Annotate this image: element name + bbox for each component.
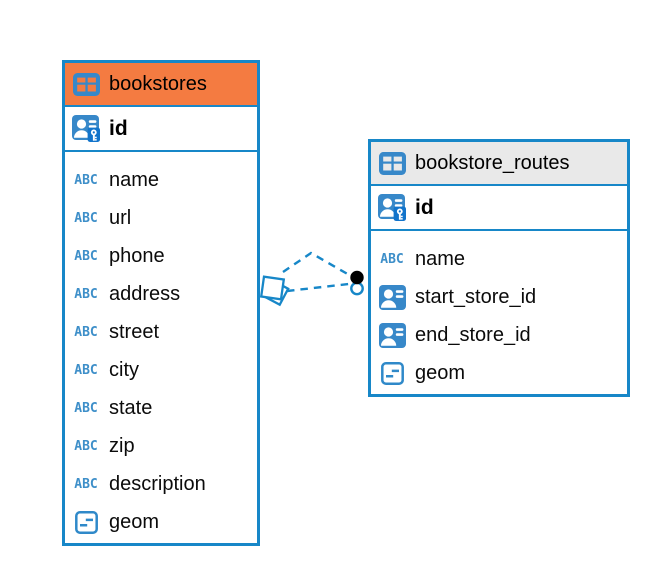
column-name: start_store_id	[415, 285, 537, 308]
column-name: zip	[109, 434, 135, 457]
geometry-type-icon	[72, 511, 100, 534]
text-type-icon: ABC	[74, 286, 98, 302]
text-type-icon: ABC	[74, 324, 98, 340]
column-name: id	[109, 116, 128, 140]
text-type-icon: ABC	[74, 400, 98, 416]
column-name: description	[109, 472, 206, 495]
column-row-pk[interactable]: id	[371, 186, 627, 231]
many-end-marker-back-square	[262, 278, 290, 307]
column-row-pk[interactable]: id	[65, 107, 257, 152]
table-bookstores[interactable]: bookstores id ABC name ABC url ABC phone…	[62, 60, 260, 546]
one-end-marker-dot	[350, 270, 364, 285]
column-name: geom	[109, 510, 160, 533]
relationship-link[interactable]	[259, 251, 364, 307]
text-type-icon: ABC	[74, 476, 98, 492]
column-row[interactable]: ABC address	[65, 275, 257, 313]
column-name: address	[109, 282, 181, 305]
one-end-marker-ring	[350, 281, 364, 296]
column-row[interactable]: ABC city	[65, 351, 257, 389]
column-name: name	[415, 247, 466, 270]
column-row[interactable]: ABC url	[65, 199, 257, 237]
text-type-icon: ABC	[74, 362, 98, 378]
table-bookstore-routes-columns: ABC name start_store_id end_store_id ge	[371, 231, 627, 394]
column-name: geom	[415, 361, 466, 384]
table-icon	[72, 73, 100, 96]
table-name: bookstores	[109, 72, 207, 95]
relationship-line-upper	[282, 251, 352, 278]
column-row[interactable]: ABC description	[65, 465, 257, 503]
text-type-icon: ABC	[74, 172, 98, 188]
column-name: url	[109, 206, 132, 229]
primary-key-icon	[378, 194, 406, 221]
primary-key-icon	[72, 115, 100, 142]
table-name: bookstore_routes	[415, 151, 570, 174]
text-type-icon: ABC	[74, 210, 98, 226]
table-bookstores-header[interactable]: bookstores	[65, 63, 257, 107]
column-name: phone	[109, 244, 165, 267]
table-bookstore-routes[interactable]: bookstore_routes id ABC name start_store…	[368, 139, 630, 397]
column-row[interactable]: ABC phone	[65, 237, 257, 275]
column-name: street	[109, 320, 160, 343]
table-bookstores-columns: ABC name ABC url ABC phone ABC address A…	[65, 152, 257, 543]
column-row[interactable]: geom	[65, 503, 257, 541]
column-name: city	[109, 358, 139, 381]
table-icon	[378, 152, 406, 175]
column-row[interactable]: ABC zip	[65, 427, 257, 465]
relationship-line-lower	[286, 282, 350, 293]
column-row[interactable]: ABC state	[65, 389, 257, 427]
column-row[interactable]: ABC name	[65, 161, 257, 199]
reference-type-icon	[378, 323, 406, 348]
geometry-type-icon	[378, 362, 406, 385]
many-end-marker-front-square	[259, 275, 286, 301]
column-row[interactable]: geom	[371, 354, 627, 392]
table-bookstore-routes-header[interactable]: bookstore_routes	[371, 142, 627, 186]
column-row[interactable]: end_store_id	[371, 316, 627, 354]
reference-type-icon	[378, 285, 406, 310]
text-type-icon: ABC	[380, 251, 404, 267]
column-name: id	[415, 195, 434, 219]
text-type-icon: ABC	[74, 248, 98, 264]
column-row[interactable]: start_store_id	[371, 278, 627, 316]
column-row[interactable]: ABC name	[371, 240, 627, 278]
text-type-icon: ABC	[74, 438, 98, 454]
column-name: end_store_id	[415, 323, 531, 346]
column-row[interactable]: ABC street	[65, 313, 257, 351]
column-name: name	[109, 168, 160, 191]
column-name: state	[109, 396, 153, 419]
